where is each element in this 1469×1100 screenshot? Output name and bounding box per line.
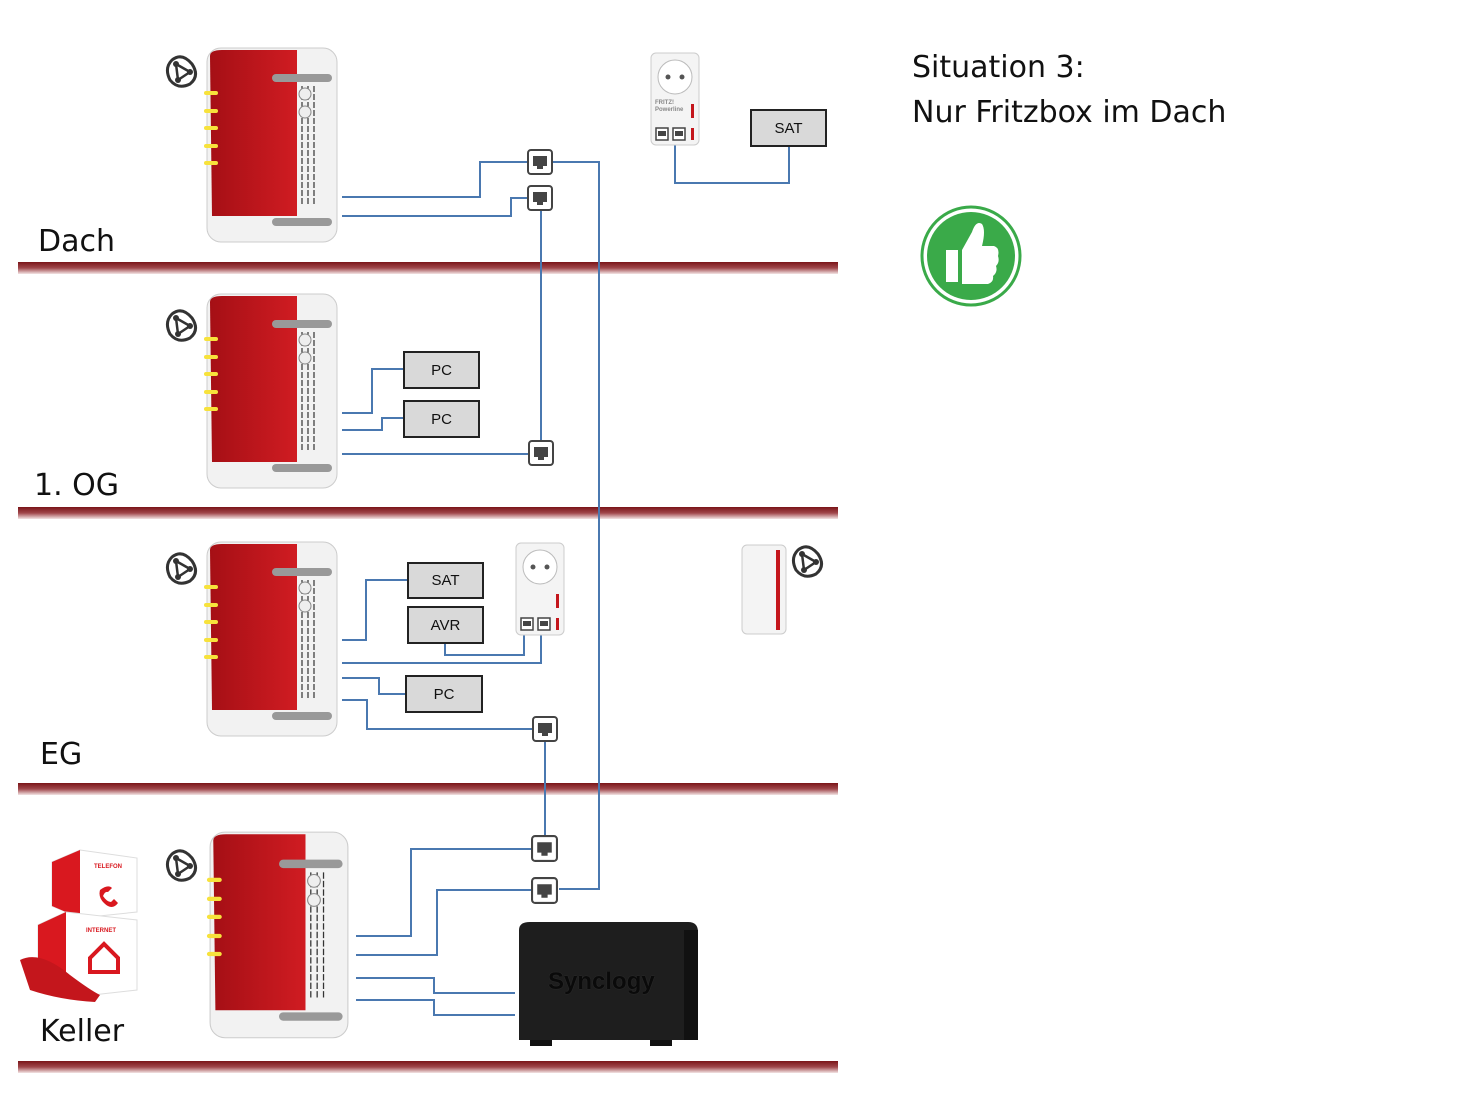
floor-label-dach: Dach	[38, 224, 115, 259]
sat-receiver-dach: SAT	[750, 109, 827, 147]
mesh-icon	[791, 545, 824, 578]
ethernet-jack-icon	[528, 440, 554, 466]
ethernet-jack-icon	[527, 149, 553, 175]
floor-label-eg: EG	[40, 737, 83, 772]
fritzbox-router-dach	[203, 47, 338, 243]
nas-brand-label: Synclogy	[548, 968, 655, 995]
powerline-wlan-repeater	[741, 544, 787, 635]
powerline-adapter-eg	[515, 542, 565, 636]
floor-divider-eg	[18, 783, 838, 795]
synology-nas	[519, 922, 698, 1046]
pc-eg: PC	[405, 675, 483, 713]
pc-og-1: PC	[403, 351, 480, 389]
thumbs-up-icon	[920, 205, 1022, 307]
fritzbox-router-eg	[203, 541, 338, 737]
floor-divider-dach	[18, 262, 838, 274]
floor-label-og: 1. OG	[34, 468, 120, 503]
situation-subtitle: Nur Fritzbox im Dach	[912, 95, 1227, 130]
ethernet-jack-icon	[527, 185, 553, 211]
cables	[342, 145, 790, 1016]
telefon-internet-boxes	[20, 849, 138, 1002]
floor-label-keller: Keller	[40, 1014, 125, 1049]
mesh-icon	[165, 55, 198, 88]
ethernet-jack-icon	[532, 716, 558, 742]
ethernet-jack-icon	[531, 835, 558, 862]
fritzbox-router-og	[203, 293, 338, 489]
pc-og-2: PC	[403, 400, 480, 438]
floor-divider-og	[18, 507, 838, 519]
powerline-brand-label: FRITZ! Powerline	[655, 100, 684, 113]
mesh-icon	[165, 309, 198, 342]
fritzbox-cable-router-keller	[206, 831, 349, 1039]
avr-eg: AVR	[407, 606, 484, 644]
sat-receiver-eg: SAT	[407, 562, 484, 599]
ethernet-jack-icon	[531, 877, 558, 904]
mesh-icon	[165, 552, 198, 585]
powerline-adapter-dach	[650, 52, 700, 146]
mesh-icon	[165, 849, 198, 882]
telefon-label: TELEFON	[94, 864, 122, 870]
internet-label: INTERNET	[86, 928, 116, 934]
situation-title: Situation 3:	[912, 50, 1085, 85]
floor-divider-keller	[18, 1061, 838, 1073]
